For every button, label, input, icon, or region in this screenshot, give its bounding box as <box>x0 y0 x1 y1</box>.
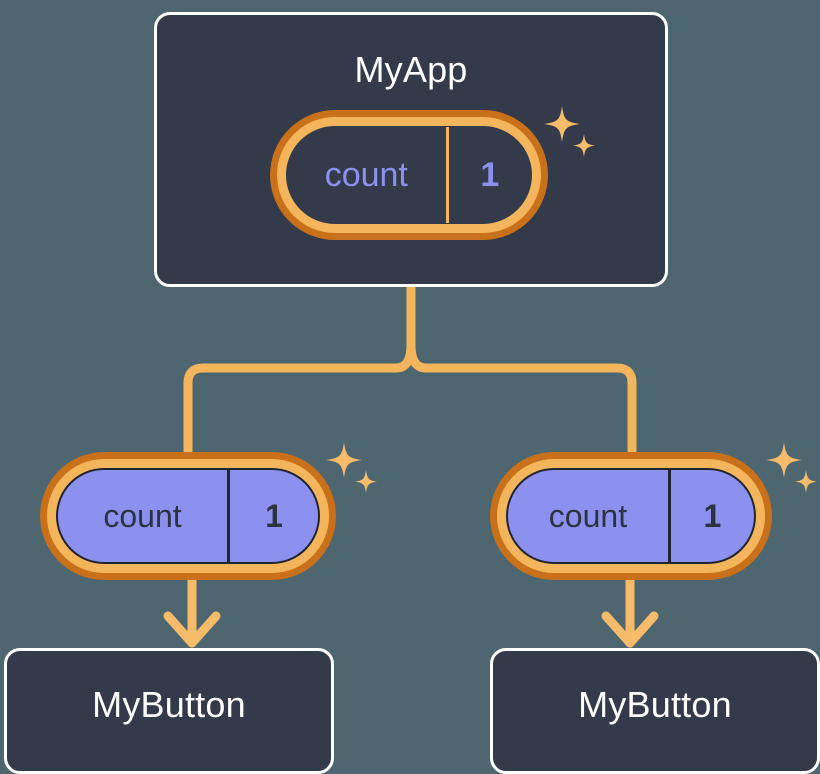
state-key-label: count <box>103 497 182 534</box>
state-key-label: count <box>548 497 628 534</box>
branch-connector-right <box>406 340 637 467</box>
component-box-mybutton-right[interactable]: MyButton <box>490 648 820 774</box>
state-pill-body: count 1 <box>56 468 320 564</box>
state-pill-root[interactable]: count 1 <box>270 110 548 240</box>
component-label-mybutton: MyButton <box>578 684 732 725</box>
component-label-mybutton: MyButton <box>92 684 246 725</box>
state-value-label: 1 <box>667 470 754 562</box>
state-pill-consumer-left[interactable]: count 1 <box>40 452 336 580</box>
state-pill-consumer-right[interactable]: count 1 <box>490 452 772 580</box>
state-pill-body: count 1 <box>506 468 756 564</box>
branch-connector-left <box>183 340 416 467</box>
component-box-mybutton-left[interactable]: MyButton <box>4 648 334 774</box>
component-label-myapp: MyApp <box>354 49 468 90</box>
arrow-down-icon-right-head <box>601 611 659 648</box>
state-pill-body: count 1 <box>286 126 532 224</box>
arrow-down-icon-left-head <box>163 611 221 648</box>
state-value-label: 1 <box>227 470 318 562</box>
state-value-label: 1 <box>445 127 531 223</box>
state-key-label: count <box>324 155 408 194</box>
